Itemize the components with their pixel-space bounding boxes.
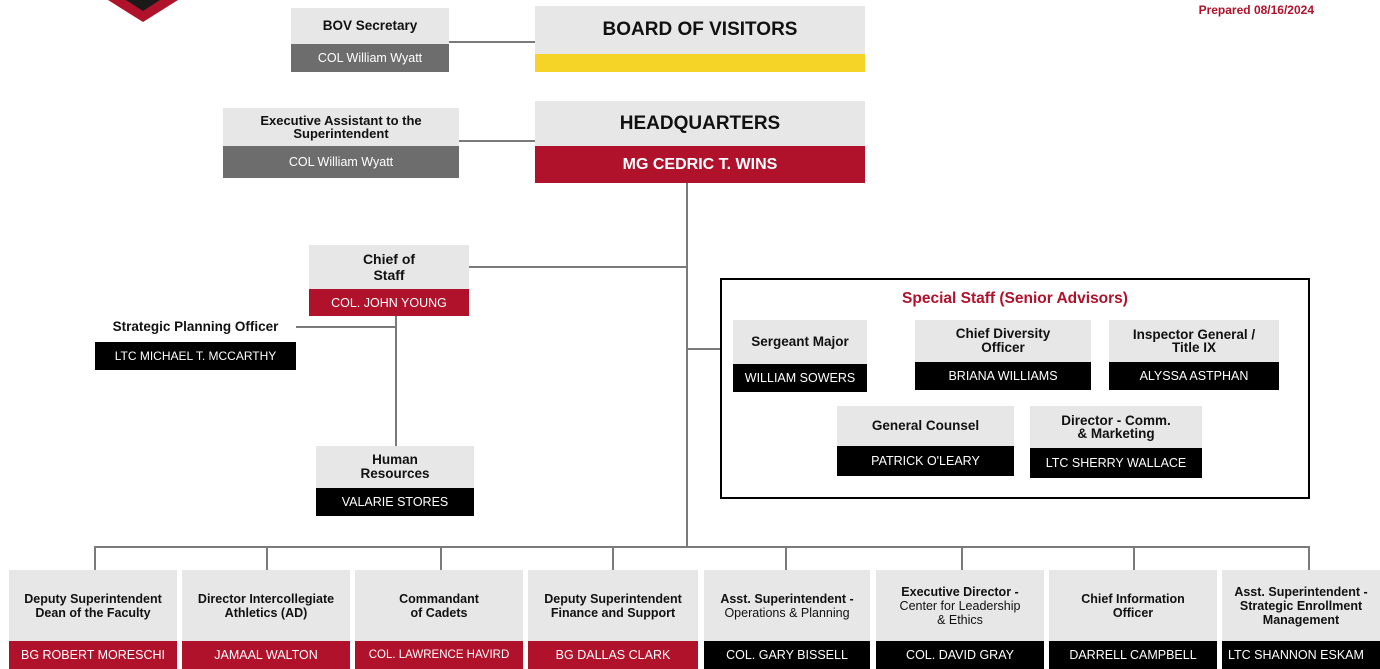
bov-secretary-title: BOV Secretary [291,8,449,44]
inspector-general-title-line2: Title IX [1171,340,1216,355]
bottom-title-line: Deputy Superintendent [24,591,162,606]
bottom-name-cio: DARRELL CAMPBELL [1049,641,1217,669]
logo-icon [108,0,178,22]
bottom-title-line: Strategic Enrollment [1239,598,1363,613]
board-accent-bar [535,54,865,72]
exec-assistant-title-line2: Superintendent [293,126,389,141]
exec-assistant-name: COL William Wyatt [223,146,459,178]
bottom-name-leadership: COL. DAVID GRAY [876,641,1044,669]
bottom-title-line: & Ethics [937,612,983,627]
director-comm-title-line1: Director - Comm. [1061,413,1171,428]
connector-line [961,546,963,570]
connector-line [395,316,397,446]
chief-of-staff-title-line2: Staff [373,267,405,283]
headquarters-name: MG CEDRIC T. WINS [535,146,865,183]
connector-line [1308,546,1310,570]
bottom-title-line: Athletics (AD) [224,605,308,620]
bottom-name-dean: BG ROBERT MORESCHI [9,641,177,669]
exec-assistant-title: Executive Assistant to the Superintenden… [223,108,459,146]
connector-line [94,546,96,570]
bottom-title-operations: Asst. Superintendent - Operations & Plan… [704,570,870,641]
general-counsel-name: PATRICK O'LEARY [837,446,1014,476]
board-of-visitors-title: BOARD OF VISITORS [535,6,865,54]
human-resources-title: Human Resources [316,446,474,488]
connector-line [785,546,787,570]
bottom-title-line: Executive Director - [901,584,1019,599]
bottom-title-line: Finance and Support [550,605,676,620]
human-resources-name: VALARIE STORES [316,488,474,516]
sergeant-major-name: WILLIAM SOWERS [733,364,867,392]
bottom-title-line: Director Intercollegiate [197,591,335,606]
sergeant-major-title: Sergeant Major [733,320,867,364]
bottom-title-cio: Chief Information Officer [1049,570,1217,641]
bov-secretary-name: COL William Wyatt [291,44,449,72]
special-staff-title: Special Staff (Senior Advisors) [902,290,1128,307]
bottom-title-line: Officer [1112,605,1154,620]
bottom-title-line: Asst. Superintendent - [720,591,854,606]
exec-assistant-title-line1: Executive Assistant to the [260,113,422,128]
bottom-title-dean: Deputy Superintendent Dean of the Facult… [9,570,177,641]
bottom-title-line: Operations & Planning [724,605,850,620]
bottom-title-leadership: Executive Director - Center for Leadersh… [876,570,1044,641]
strategic-planning-name: LTC MICHAEL T. MCCARTHY [95,342,296,370]
strategic-planning-title: Strategic Planning Officer [95,312,296,342]
director-comm-title: Director - Comm. & Marketing [1030,406,1202,448]
connector-line [469,266,687,268]
connector-line [94,546,1309,548]
inspector-general-name: ALYSSA ASTPHAN [1109,362,1279,390]
human-resources-title-line2: Resources [360,466,430,481]
bottom-title-line: Center for Leadership [899,598,1021,613]
connector-line [1133,546,1135,570]
bottom-title-line: Deputy Superintendent [544,591,682,606]
human-resources-title-line1: Human [372,452,418,467]
bottom-title-line: Chief Information [1081,591,1185,606]
bottom-title-line: Dean of the Faculty [35,605,151,620]
connector-line [449,41,535,43]
director-comm-name: LTC SHERRY WALLACE [1030,448,1202,478]
chief-of-staff-title: Chief of Staff [309,245,469,289]
chief-of-staff-name: COL. JOHN YOUNG [309,289,469,316]
connector-line [266,546,268,570]
general-counsel-title: General Counsel [837,406,1014,446]
bottom-name-enrollment: LTC SHANNON ESKAM [1222,641,1380,669]
connector-line [296,326,396,328]
bottom-title-commandant: Commandant of Cadets [355,570,523,641]
headquarters-title: HEADQUARTERS [535,101,865,146]
bottom-name-athletics: JAMAAL WALTON [182,641,350,669]
connector-line [459,140,535,142]
bottom-title-athletics: Director Intercollegiate Athletics (AD) [182,570,350,641]
bottom-title-line: Management [1262,612,1340,627]
director-comm-title-line2: & Marketing [1077,426,1155,441]
special-staff-box [720,278,1310,499]
chief-diversity-title-line2: Officer [981,340,1025,355]
bottom-title-line: Commandant [399,591,479,606]
chief-diversity-name: BRIANA WILLIAMS [915,362,1091,390]
prepared-date: Prepared 08/16/2024 [1198,3,1314,17]
bottom-name-operations: COL. GARY BISSELL [704,641,870,669]
chief-diversity-title-line1: Chief Diversity [955,326,1051,341]
bottom-name-finance: BG DALLAS CLARK [528,641,698,669]
bottom-title-finance: Deputy Superintendent Finance and Suppor… [528,570,698,641]
connector-line [440,546,442,570]
connector-line [687,348,721,350]
connector-line [686,183,688,547]
chief-of-staff-title-line1: Chief of [362,251,416,267]
inspector-general-title: Inspector General / Title IX [1109,320,1279,362]
inspector-general-title-line1: Inspector General / [1132,327,1256,342]
bottom-title-enrollment: Asst. Superintendent - Strategic Enrollm… [1222,570,1380,641]
connector-line [612,546,614,570]
chief-diversity-title: Chief Diversity Officer [915,320,1091,362]
bottom-title-line: Asst. Superintendent - [1234,584,1368,599]
bottom-title-line: of Cadets [410,605,468,620]
bottom-name-commandant: COL. LAWRENCE HAVIRD [355,641,523,669]
